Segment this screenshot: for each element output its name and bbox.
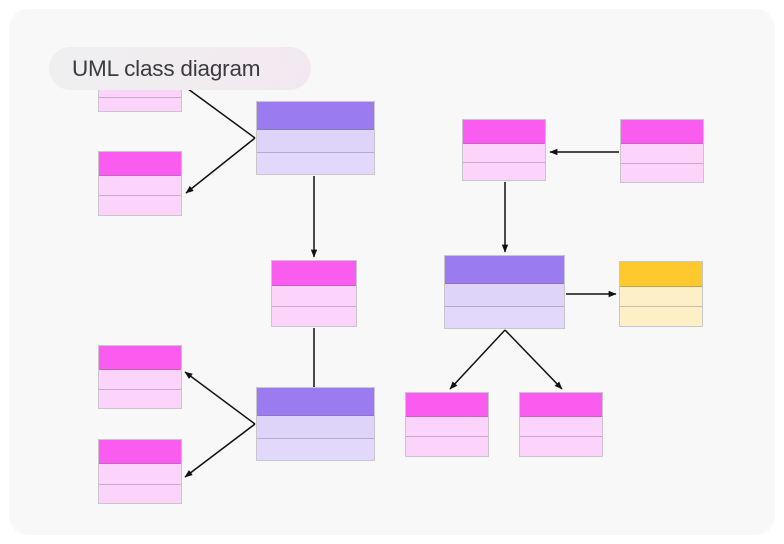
class-box-header <box>257 388 374 416</box>
class-box-methods-row <box>99 485 181 503</box>
class-box-center-middle[interactable] <box>271 260 357 327</box>
class-box-header <box>99 440 181 464</box>
class-box-attributes-row <box>463 144 545 163</box>
class-box-far-right-center[interactable] <box>619 261 703 327</box>
class-box-center-bottom[interactable] <box>256 387 375 461</box>
class-box-attributes-row <box>99 176 181 196</box>
class-box-methods-row <box>99 98 181 111</box>
class-box-right-center[interactable] <box>444 255 565 329</box>
class-box-attributes-row <box>99 370 181 390</box>
class-box-far-right-top[interactable] <box>620 119 704 183</box>
class-box-attributes-row <box>99 464 181 485</box>
class-box-left-lower-b[interactable] <box>98 439 182 504</box>
edge-center-top-to-left-upper <box>185 137 256 194</box>
class-box-methods-row <box>257 153 374 174</box>
class-box-methods-row <box>257 439 374 460</box>
class-box-header <box>620 262 702 287</box>
class-box-header <box>463 120 545 144</box>
class-box-attributes-row <box>257 416 374 439</box>
edge-center-bottom-to-left-lower-b <box>184 423 256 478</box>
edge-right-center-to-bottom-a <box>449 329 506 390</box>
class-box-left-lower-a[interactable] <box>98 345 182 409</box>
class-box-header <box>406 393 488 417</box>
class-box-header <box>621 120 703 144</box>
class-box-methods-row <box>406 437 488 456</box>
edge-center-bottom-to-left-lower-a <box>184 371 256 425</box>
class-box-header <box>272 261 356 286</box>
class-box-methods-row <box>621 164 703 182</box>
class-box-header <box>445 256 564 284</box>
edge-right-center-to-bottom-b <box>504 329 563 390</box>
class-box-bottom-right-b[interactable] <box>519 392 603 457</box>
class-box-attributes-row <box>621 144 703 164</box>
diagram-title-pill[interactable]: UML class diagram <box>49 47 311 90</box>
class-box-attributes-row <box>99 88 181 98</box>
class-box-header <box>99 346 181 370</box>
class-box-header <box>257 102 374 130</box>
class-box-left-upper[interactable] <box>98 151 182 216</box>
class-box-center-top[interactable] <box>256 101 375 175</box>
diagram-canvas[interactable]: UML class diagram <box>9 9 775 535</box>
class-box-attributes-row <box>406 417 488 437</box>
class-box-attributes-row <box>272 286 356 307</box>
class-box-methods-row <box>520 437 602 456</box>
class-box-right-top[interactable] <box>462 119 546 181</box>
class-box-attributes-row <box>257 130 374 153</box>
class-box-attributes-row <box>445 284 564 307</box>
class-box-methods-row <box>620 307 702 326</box>
class-box-methods-row <box>99 390 181 408</box>
class-box-attributes-row <box>520 417 602 437</box>
class-box-attributes-row <box>620 287 702 307</box>
class-box-methods-row <box>445 307 564 328</box>
class-box-header <box>99 152 181 176</box>
class-box-methods-row <box>463 163 545 180</box>
class-box-methods-row <box>272 307 356 326</box>
class-box-bottom-right-a[interactable] <box>405 392 489 457</box>
page-title: UML class diagram <box>72 55 261 81</box>
class-box-header <box>520 393 602 417</box>
edge-center-top-to-top-left <box>183 85 256 139</box>
class-box-methods-row <box>99 196 181 215</box>
